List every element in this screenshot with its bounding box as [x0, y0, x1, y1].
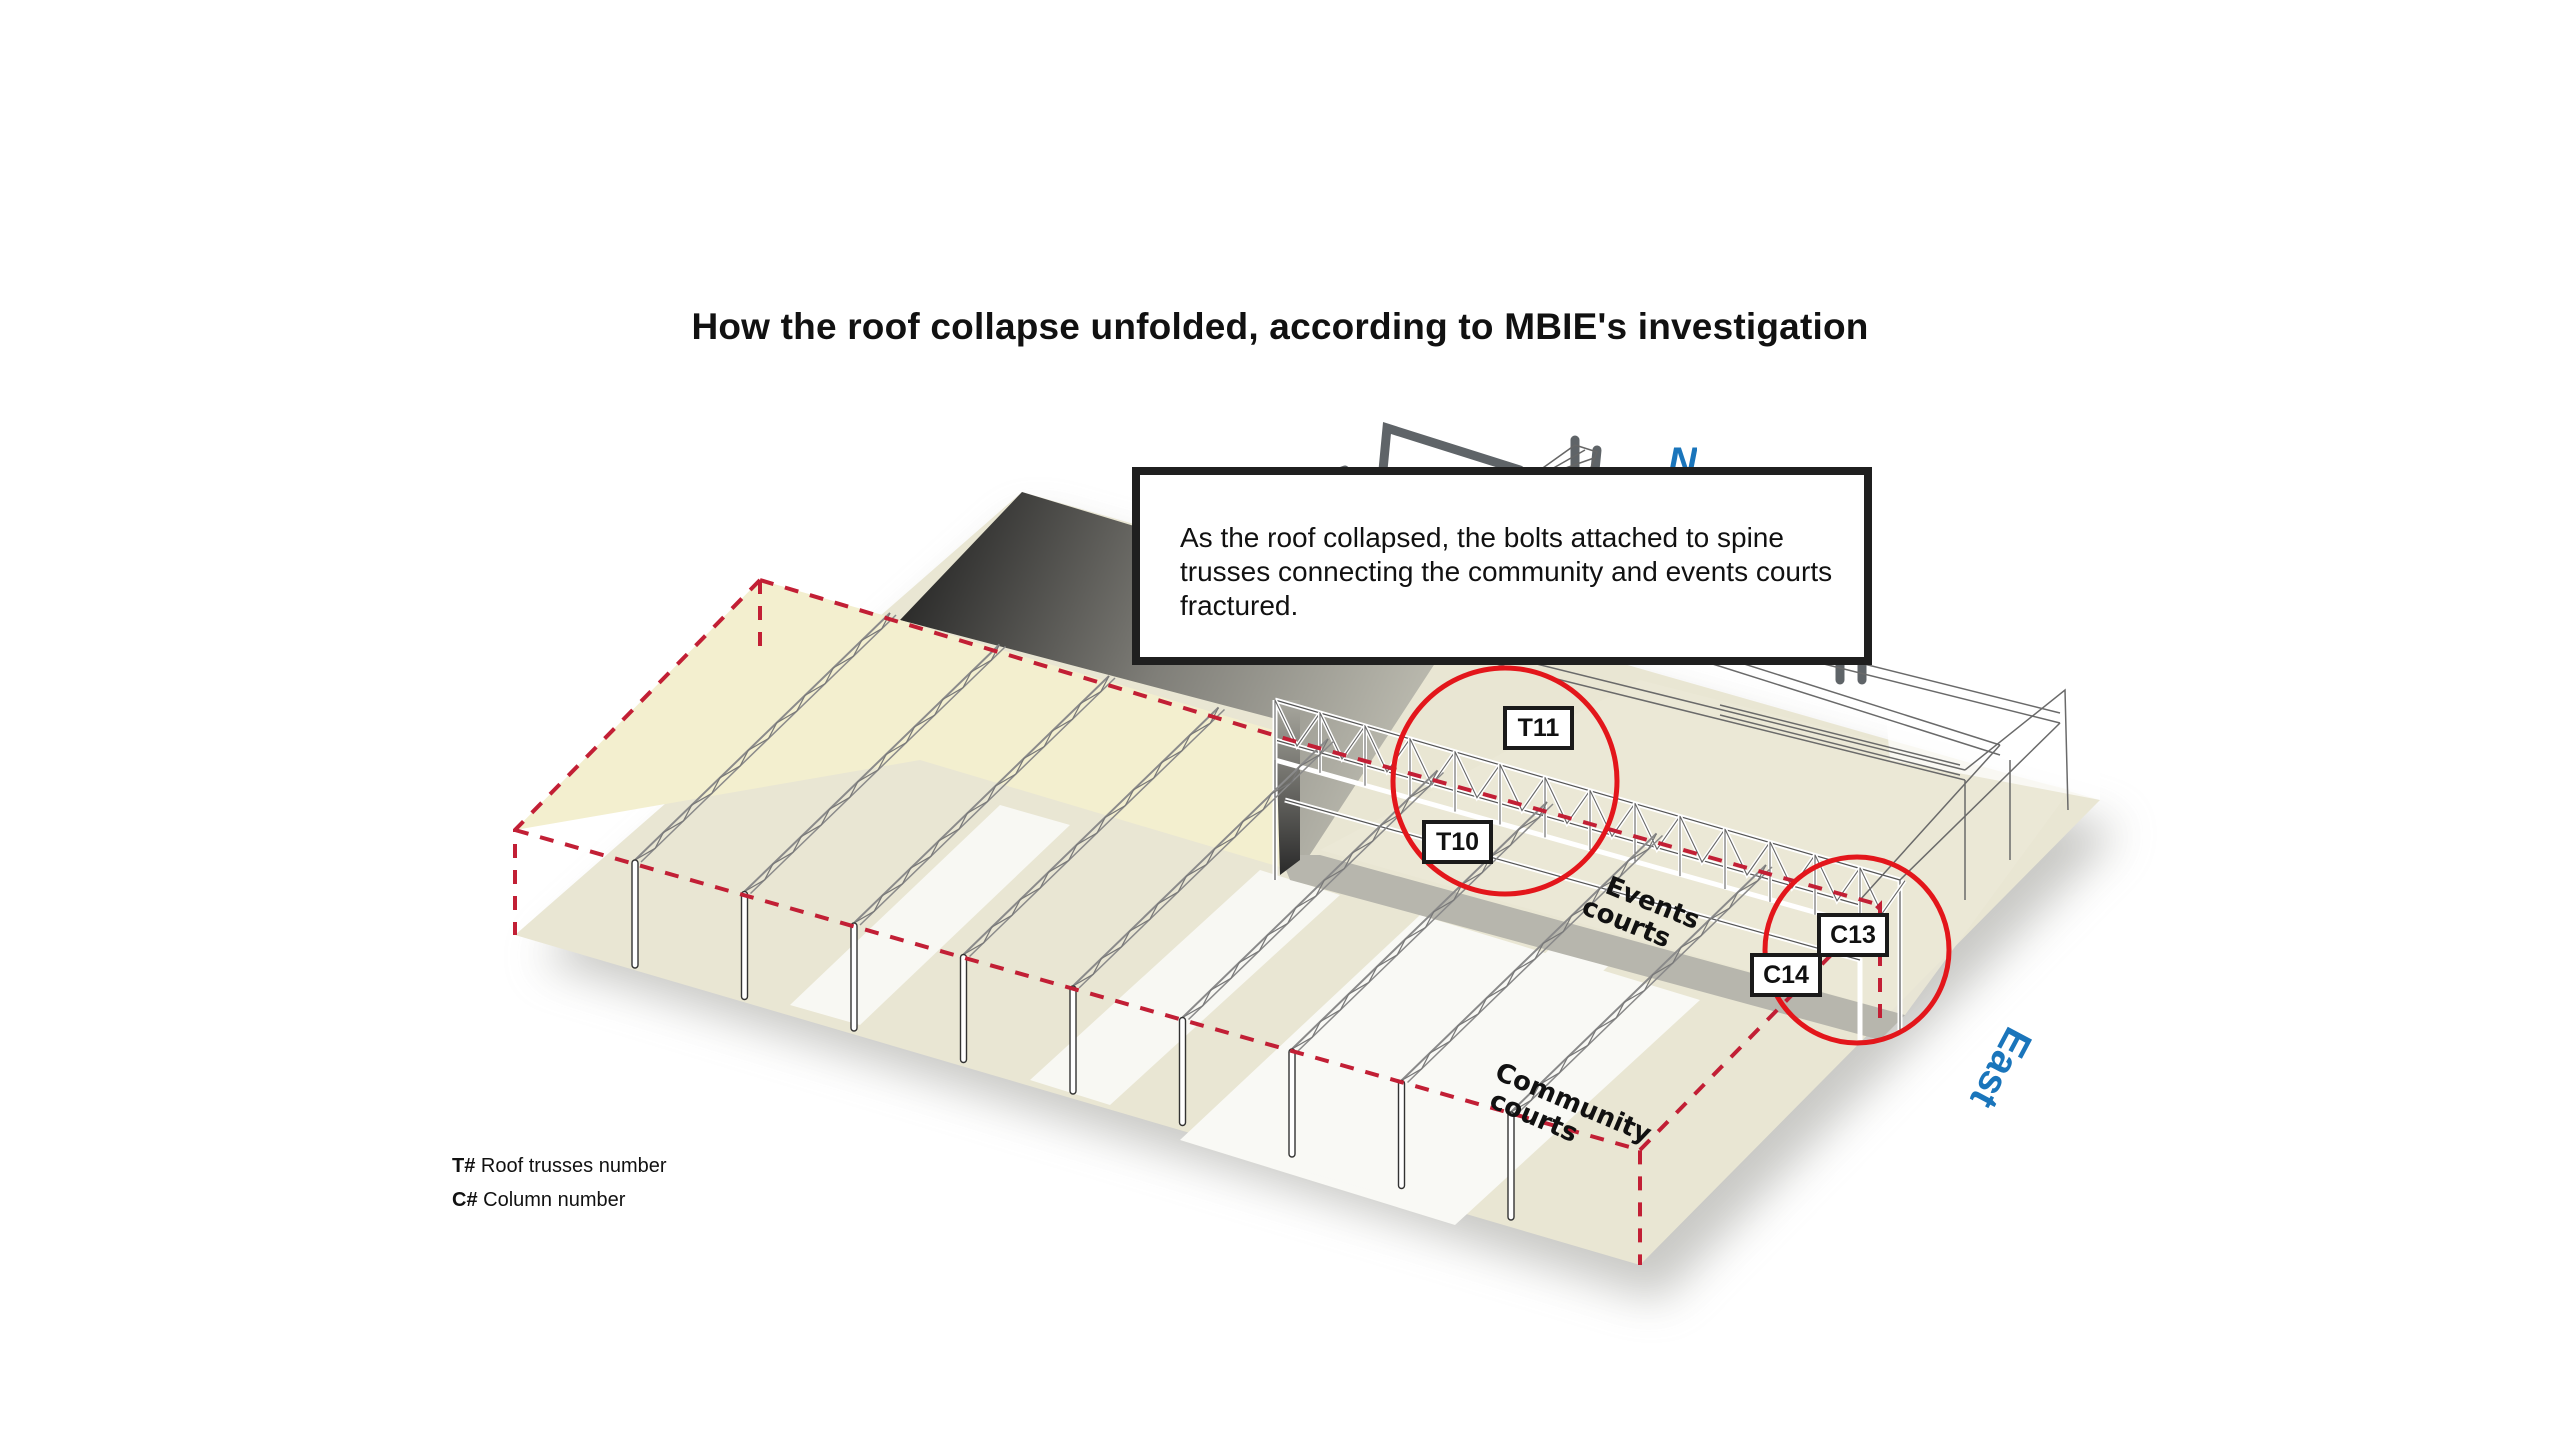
column — [1178, 1016, 1187, 1127]
spine-truss-webbing — [1273, 699, 1907, 928]
column — [1397, 1079, 1406, 1190]
column — [959, 953, 968, 1064]
column — [631, 859, 639, 969]
column — [1069, 985, 1077, 1095]
floor-stripe — [1030, 870, 1340, 1105]
column — [850, 922, 858, 1032]
column-label-c13: C13 — [1817, 913, 1889, 957]
collapse-zone-outline — [513, 578, 1882, 1265]
legend-trusses-text: Roof trusses number — [480, 1155, 667, 1177]
page-title: How the roof collapse unfolded, accordin… — [691, 306, 1869, 347]
column — [1288, 1048, 1296, 1158]
truss-web-member — [1274, 699, 1321, 760]
truss-highlight-circle — [1390, 665, 1620, 897]
columns — [631, 859, 1515, 1221]
roof-truss — [1291, 801, 1554, 1052]
roof-truss — [1510, 864, 1773, 1115]
callout-box: As the roof collapsed, the bolts attache… — [1132, 467, 1872, 665]
legend-columns-key: C# — [452, 1189, 478, 1211]
column-label-c14: C14 — [1750, 953, 1822, 997]
legend-trusses: T# Roof trusses number — [452, 1155, 667, 1178]
north-compass-label: N — [1668, 440, 1697, 467]
truss-label-t10: T10 — [1422, 820, 1493, 864]
truss-web-member — [1769, 841, 1816, 902]
roof-truss — [962, 706, 1226, 958]
truss-web-member — [1364, 725, 1411, 786]
legend-trusses-key: T# — [452, 1155, 476, 1177]
events-roof-trusses — [1479, 649, 2069, 901]
legend-columns-text: Column number — [483, 1189, 626, 1211]
truss-label-t11: T11 — [1503, 706, 1574, 750]
court-divider-band — [1280, 855, 1905, 1040]
column — [740, 890, 749, 1001]
column-highlight-circle — [1762, 854, 1952, 1046]
roof-truss — [853, 675, 1116, 926]
floor-stripe — [790, 805, 1070, 1025]
legend-columns: C# Column number — [452, 1189, 625, 1212]
roof-zone — [515, 580, 1290, 870]
roof-truss — [1072, 738, 1335, 989]
truss-web-member — [1409, 738, 1456, 799]
floor-stripe — [1300, 940, 1620, 1190]
truss-web-member — [1724, 828, 1771, 889]
truss-web-member — [1679, 815, 1726, 877]
truss-web-member — [1589, 790, 1636, 851]
truss-web-member — [1319, 712, 1366, 773]
roof-truss — [634, 612, 897, 863]
roof-truss — [743, 643, 1007, 895]
callout-text: As the roof collapsed, the bolts attache… — [1180, 522, 1833, 621]
roof-truss — [1400, 832, 1664, 1084]
truss-web-member — [1499, 764, 1546, 825]
truss-web-member — [1544, 777, 1591, 838]
truss-web-member — [1454, 751, 1501, 812]
roof-zone-wall — [760, 580, 1290, 760]
column — [1507, 1111, 1515, 1221]
community-roof-trusses — [634, 612, 1773, 1115]
